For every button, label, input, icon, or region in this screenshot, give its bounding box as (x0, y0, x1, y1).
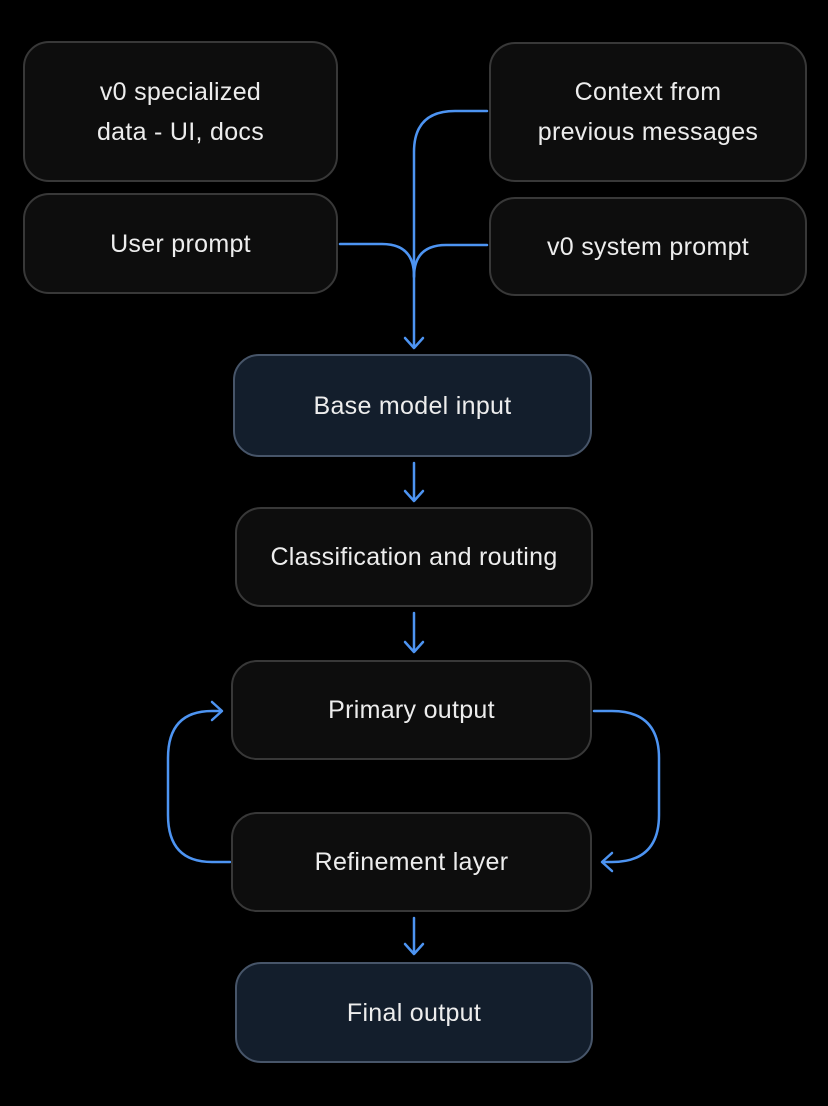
node-final-output: Final output (235, 962, 593, 1063)
arrowhead-down-icon (403, 489, 425, 503)
node-system-prompt: v0 system prompt (489, 197, 807, 296)
arrowhead-down-icon (403, 942, 425, 956)
node-user-prompt: User prompt (23, 193, 338, 294)
edge-system-prompt-to-base (412, 243, 489, 279)
edge-context-to-base (403, 109, 489, 350)
edge-base-to-classification (403, 461, 425, 503)
edge-refinement-to-primary (166, 700, 232, 864)
node-refinement-layer: Refinement layer (231, 812, 592, 912)
node-primary-output: Primary output (231, 660, 592, 760)
node-context-previous-messages: Context from previous messages (489, 42, 807, 182)
edge-user-prompt-to-base (338, 242, 416, 278)
arrowhead-right-icon (210, 700, 224, 722)
arrowhead-down-icon (403, 336, 425, 350)
node-base-model-input: Base model input (233, 354, 592, 457)
node-specialized-data: v0 specialized data - UI, docs (23, 41, 338, 182)
arrowhead-left-icon (600, 851, 614, 873)
edge-classification-to-primary (403, 611, 425, 654)
edge-refinement-to-final (403, 916, 425, 956)
arrowhead-down-icon (403, 640, 425, 654)
node-classification-routing: Classification and routing (235, 507, 593, 607)
edge-primary-to-refinement (592, 709, 661, 873)
